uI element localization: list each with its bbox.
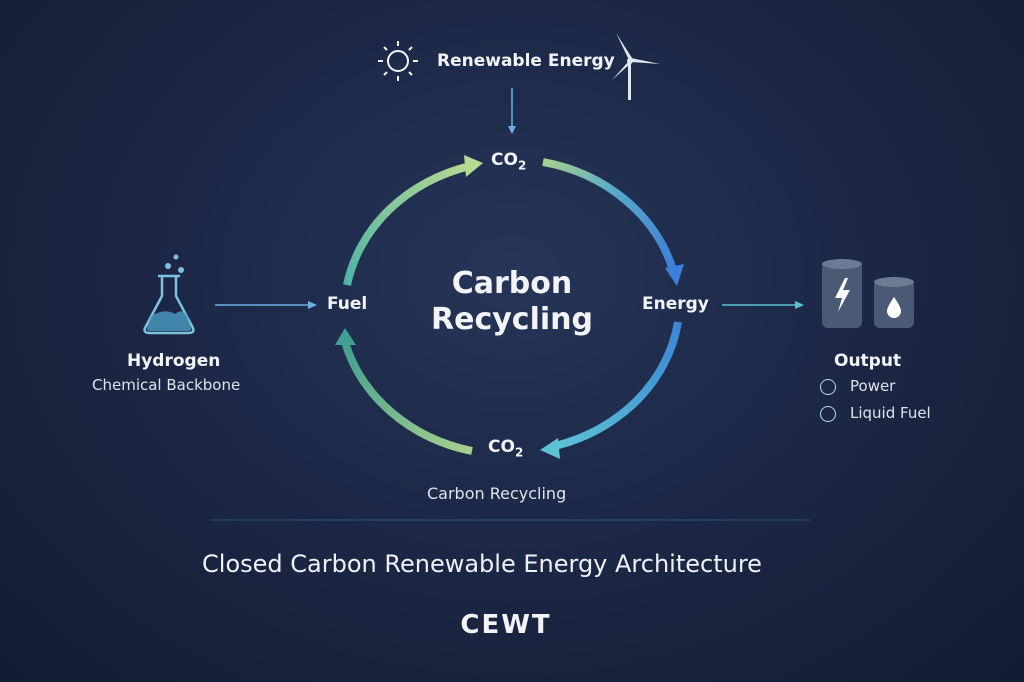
arc-energy-to-co2 xyxy=(554,321,682,450)
wind-turbine-icon xyxy=(612,33,660,100)
center-title-line2: Recycling xyxy=(431,302,593,337)
output-item-power: Power xyxy=(820,377,895,395)
hydrogen-subtitle: Chemical Backbone xyxy=(92,376,241,394)
co2-text: CO xyxy=(488,437,515,457)
hydrogen-title: Hydrogen xyxy=(127,351,221,371)
fuel-node-label: Fuel xyxy=(327,294,368,314)
co2-text: CO xyxy=(491,150,518,170)
radio-icon xyxy=(820,378,836,395)
cycle-caption: Carbon Recycling xyxy=(427,484,567,503)
co2-subscript: 2 xyxy=(517,158,527,173)
arrowhead-top-left xyxy=(464,155,483,177)
arc-co2-to-energy xyxy=(542,158,677,272)
center-title-line1: Carbon xyxy=(451,266,573,301)
co2-subscript: 2 xyxy=(514,445,524,460)
arrowhead-left xyxy=(335,328,356,345)
renewable-energy-label: Renewable Energy xyxy=(437,51,615,71)
footer-title: Closed Carbon Renewable Energy Architect… xyxy=(202,550,762,578)
fuel-drop-tank-icon xyxy=(874,277,914,328)
center-title: Carbon Recycling xyxy=(392,266,632,338)
output-item-label: Liquid Fuel xyxy=(850,404,931,422)
arc-co2-to-fuel xyxy=(341,340,473,455)
battery-lightning-icon xyxy=(822,259,862,328)
co2-top-label: CO2 xyxy=(491,150,526,172)
output-title: Output xyxy=(834,351,902,371)
arrowhead-bottom xyxy=(540,438,560,459)
sun-icon xyxy=(378,41,418,81)
brand-logo: CEWT xyxy=(460,610,552,640)
energy-node-label: Energy xyxy=(642,294,709,314)
co2-bottom-label: CO2 xyxy=(488,437,523,459)
arc-fuel-to-co2 xyxy=(343,162,471,286)
radio-icon xyxy=(820,405,836,422)
output-item-liquid-fuel: Liquid Fuel xyxy=(820,404,931,422)
arrowhead-right xyxy=(665,264,684,286)
output-item-label: Power xyxy=(850,377,896,395)
flask-icon xyxy=(143,254,195,335)
